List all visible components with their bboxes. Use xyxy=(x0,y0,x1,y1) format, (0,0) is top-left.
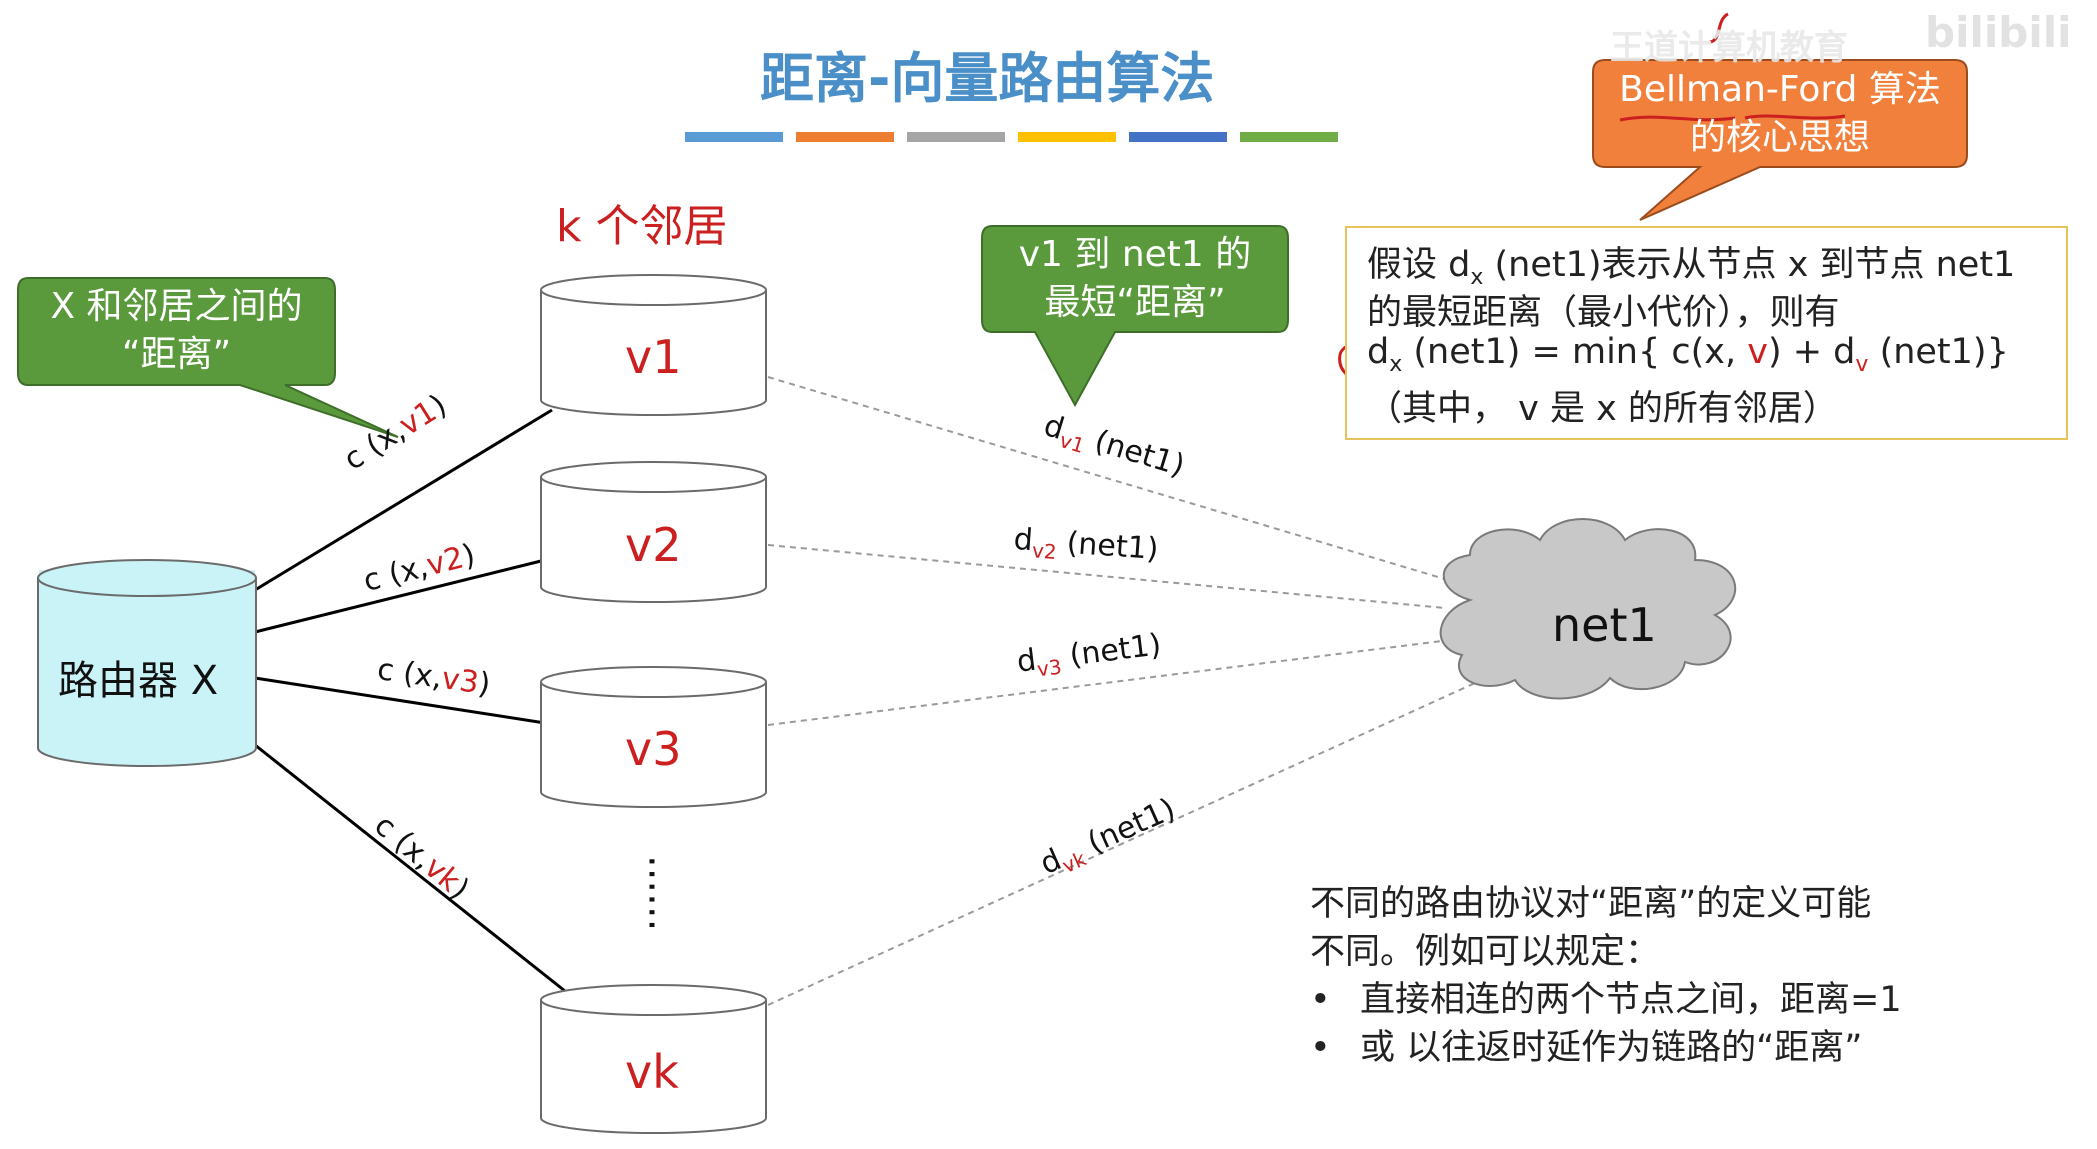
assumption-box: 假设 dx (net1)表示从节点 x 到节点 net1 的最短距离（最小代价）… xyxy=(1345,226,2068,440)
callout-neighbor-distance xyxy=(17,277,399,438)
link-x-vk xyxy=(254,743,571,997)
callout-core-text: Bellman-Ford 算法 的核心思想 xyxy=(1619,69,1941,158)
callout-core-idea xyxy=(1592,59,1968,221)
assumption-line-2: 的最短距离（最小代价），则有 xyxy=(1367,293,1840,333)
color-bar-4 xyxy=(1018,132,1116,142)
dashed-link-v1 xyxy=(767,376,1449,581)
dashed-link-v2 xyxy=(767,544,1446,609)
color-bar-2 xyxy=(796,132,894,142)
assumption-line-4: （其中， v 是 x 的所有邻居） xyxy=(1367,389,1838,429)
neighbor-label-v3: v3 xyxy=(625,722,682,776)
title-color-bars xyxy=(685,132,1338,142)
color-bar-3 xyxy=(907,132,1005,142)
assumption-line-1: 假设 dx (net1)表示从节点 x 到节点 net1 xyxy=(1367,245,2016,290)
link-x-v2 xyxy=(254,558,546,634)
callout-neighbor-text: X 和邻居之间的 “距离” xyxy=(50,286,303,375)
slide-title: 距离-向量路由算法 xyxy=(760,47,1215,110)
notes-bullet-1: •直接相连的两个节点之间，距离=1 xyxy=(1310,980,1902,1020)
dashed-link-vk xyxy=(767,682,1476,1006)
link-x-v3 xyxy=(254,676,546,725)
router-cylinder xyxy=(37,559,257,767)
underline-ford xyxy=(1744,114,1846,120)
neighbor-cylinder-v2 xyxy=(540,461,767,603)
neighbors-heading: k 个邻居 xyxy=(556,201,728,252)
neighbor-label-vk: vk xyxy=(625,1045,679,1099)
cloud-net1 xyxy=(1439,518,1737,700)
bellman-ford-formula: dx (net1) = min{ c(x, v) + dv (net1)} xyxy=(1367,332,2009,377)
color-bar-1 xyxy=(685,132,783,142)
notes-line-2: 不同。例如可以规定： xyxy=(1310,932,1661,972)
callout-shortest-text: v1 到 net1 的 最短“距离” xyxy=(1018,234,1252,323)
color-bar-5 xyxy=(1129,132,1227,142)
neighbor-label-v1: v1 xyxy=(625,330,682,384)
cloud-label: net1 xyxy=(1552,598,1657,652)
link-x-v1 xyxy=(254,408,553,592)
bilibili-logo: bilibili xyxy=(1925,8,2072,57)
color-bar-6 xyxy=(1240,132,1338,142)
neighbor-cylinder-vk xyxy=(540,984,767,1134)
notes-line-1: 不同的路由协议对“距离”的定义可能 xyxy=(1310,884,1872,924)
neighbor-label-v2: v2 xyxy=(625,518,682,572)
watermark-text: 王道计算机教育 xyxy=(1610,28,1848,68)
neighbor-cylinder-v1 xyxy=(540,274,767,416)
dashed-link-v3 xyxy=(767,639,1451,726)
handwritten-tick-mark xyxy=(1709,12,1729,44)
underline-bellman xyxy=(1619,115,1736,122)
neighbor-cylinder-v3 xyxy=(540,666,767,808)
callout-shortest-distance xyxy=(981,225,1289,408)
notes-block: 不同的路由协议对“距离”的定义可能 不同。例如可以规定： •直接相连的两个节点之… xyxy=(1310,880,1902,1072)
router-label: 路由器 X xyxy=(58,658,219,704)
neighbor-ellipsis: ······ xyxy=(628,855,674,932)
notes-bullet-2: •或 以往返时延作为链路的“距离” xyxy=(1310,1028,1863,1068)
